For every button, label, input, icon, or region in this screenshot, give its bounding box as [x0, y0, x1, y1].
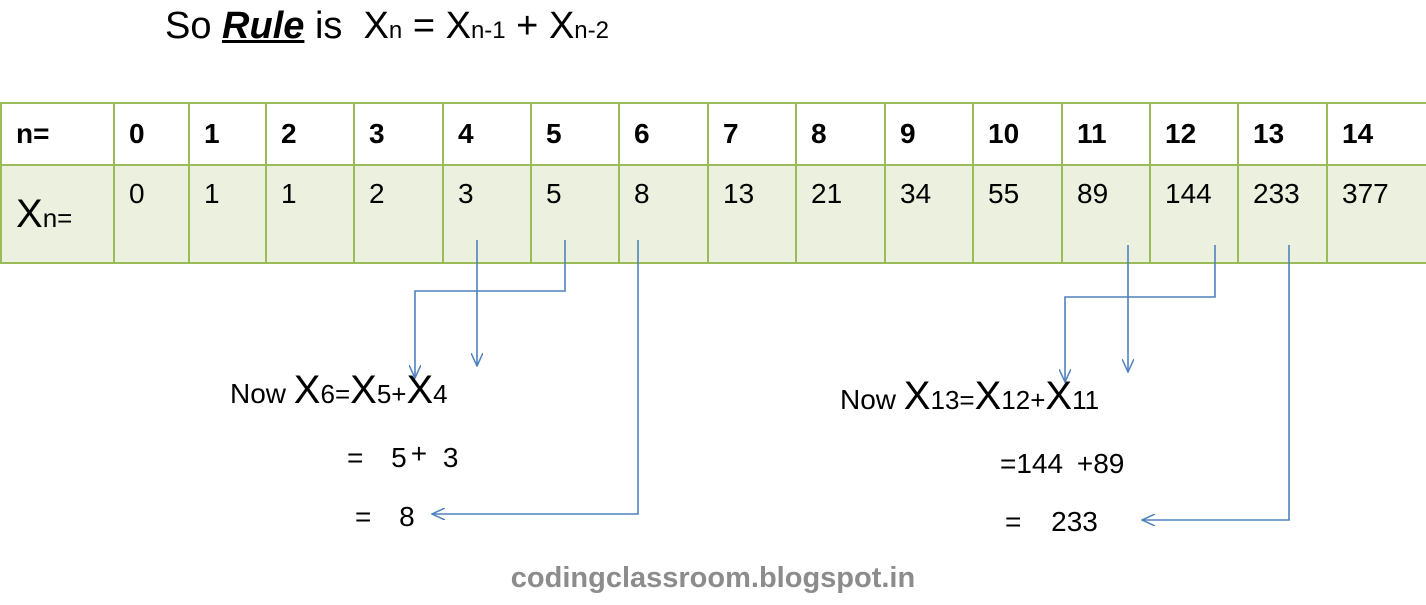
n-cell: 11 [1061, 102, 1151, 166]
example1-line2-plus: + [410, 438, 428, 469]
example1-line3: = 8 [355, 497, 415, 537]
example1-x6: X [293, 368, 321, 412]
x-cell: 5 [530, 164, 620, 264]
title-sub-n: n [388, 17, 403, 44]
example1-sub6: 6 [320, 379, 335, 409]
x-header-letter: X [16, 191, 43, 236]
n-cell: 4 [442, 102, 532, 166]
example2-line3: = 233 [1005, 502, 1098, 542]
x-cell: 144 [1149, 164, 1239, 264]
example2-now: Now [840, 384, 904, 415]
n-cell: 13 [1237, 102, 1328, 166]
title-equals: = [402, 5, 446, 47]
x-cell: 89 [1061, 164, 1151, 264]
example2-line2: =144 +89 [1000, 444, 1124, 484]
example2-line3-equals: = [1005, 506, 1022, 537]
x-cell: 1 [188, 164, 267, 264]
example2-equation: Now X13=X12+X11 [840, 376, 1099, 420]
example1-line3-equals: = [355, 501, 372, 532]
example2-plus: + [1030, 385, 1046, 415]
example2-sub11: 11 [1072, 385, 1100, 415]
x-header-sub: n= [42, 202, 73, 233]
example1-x4: X [406, 368, 434, 412]
n-cell: 0 [113, 102, 190, 166]
title-plus: + [505, 5, 549, 47]
x-header-cell: Xn= [0, 164, 115, 264]
example1-equals: = [334, 379, 351, 409]
title-sub-n2: n-2 [574, 17, 609, 44]
x-cell: 1 [265, 164, 355, 264]
example1-x5: X [350, 368, 377, 412]
example1-result: 8 [399, 501, 415, 532]
rule-title: So Rule is Xn = Xn-1 + Xn-2 [165, 0, 609, 57]
n-cell: 7 [707, 102, 797, 166]
example1-equation: Now X6=X5+X4 [230, 370, 448, 414]
example1-now: Now [230, 378, 294, 409]
x-cell: 13 [707, 164, 797, 264]
example1-line2-b: 3 [442, 442, 459, 473]
n-cell: 10 [972, 102, 1063, 166]
x-cell: 21 [795, 164, 886, 264]
x-cell: 2 [353, 164, 444, 264]
title-x-n2: X [548, 5, 575, 47]
n-cell: 8 [795, 102, 886, 166]
example2-x12: X [974, 374, 1002, 418]
example2-x13: X [903, 374, 931, 418]
n-cell: 5 [530, 102, 620, 166]
example2-result: 233 [1051, 506, 1098, 537]
example2-equals: = [959, 385, 975, 415]
n-cell: 12 [1149, 102, 1239, 166]
example1-sub5: 5 [376, 379, 392, 409]
fibonacci-table: n= 0 1 2 3 4 5 6 7 8 9 10 11 12 13 14 Xn… [0, 102, 1426, 264]
x-cell: 34 [884, 164, 974, 264]
n-cell: 2 [265, 102, 355, 166]
n-cell: 9 [884, 102, 974, 166]
example1-line2: = 5+ 3 [347, 438, 458, 478]
example2-line2-b: +89 [1076, 448, 1125, 479]
x-cell: 233 [1237, 164, 1328, 264]
example2-sub13: 13 [930, 385, 960, 415]
example1-line2-equals: = [347, 442, 364, 473]
title-is: is [314, 5, 343, 47]
arrow-x6-to-result1 [432, 240, 639, 514]
n-cell: 14 [1326, 102, 1426, 166]
x-row: Xn= 0 1 1 2 3 5 8 13 21 34 55 89 144 233… [0, 164, 1426, 264]
example1-sub4: 4 [433, 379, 448, 409]
arrow-x13-to-result2 [1142, 245, 1290, 520]
example2-x11: X [1045, 374, 1073, 418]
title-x-n1: X [445, 5, 471, 47]
n-cell: 1 [188, 102, 267, 166]
n-cell: 3 [353, 102, 444, 166]
footer-watermark: codingclassroom.blogspot.in [510, 562, 916, 594]
title-sub-n1: n-1 [470, 17, 506, 44]
title-so: So [165, 5, 212, 47]
x-cell: 55 [972, 164, 1063, 264]
example2-sub12: 12 [1001, 385, 1031, 415]
x-cell: 0 [113, 164, 190, 264]
n-cell: 6 [618, 102, 709, 166]
x-cell: 377 [1326, 164, 1426, 264]
example1-line2-a: 5 [391, 442, 407, 473]
n-header-cell: n= [0, 102, 115, 166]
n-row: n= 0 1 2 3 4 5 6 7 8 9 10 11 12 13 14 [0, 102, 1426, 166]
x-cell: 8 [618, 164, 709, 264]
example2-line2-a: =144 [1000, 448, 1064, 479]
title-rule-word: Rule [222, 5, 305, 47]
example1-plus: + [391, 379, 407, 409]
x-cell: 3 [442, 164, 532, 264]
arrow-x12-to-eq2 [1065, 245, 1216, 382]
title-x-n: X [363, 5, 389, 47]
